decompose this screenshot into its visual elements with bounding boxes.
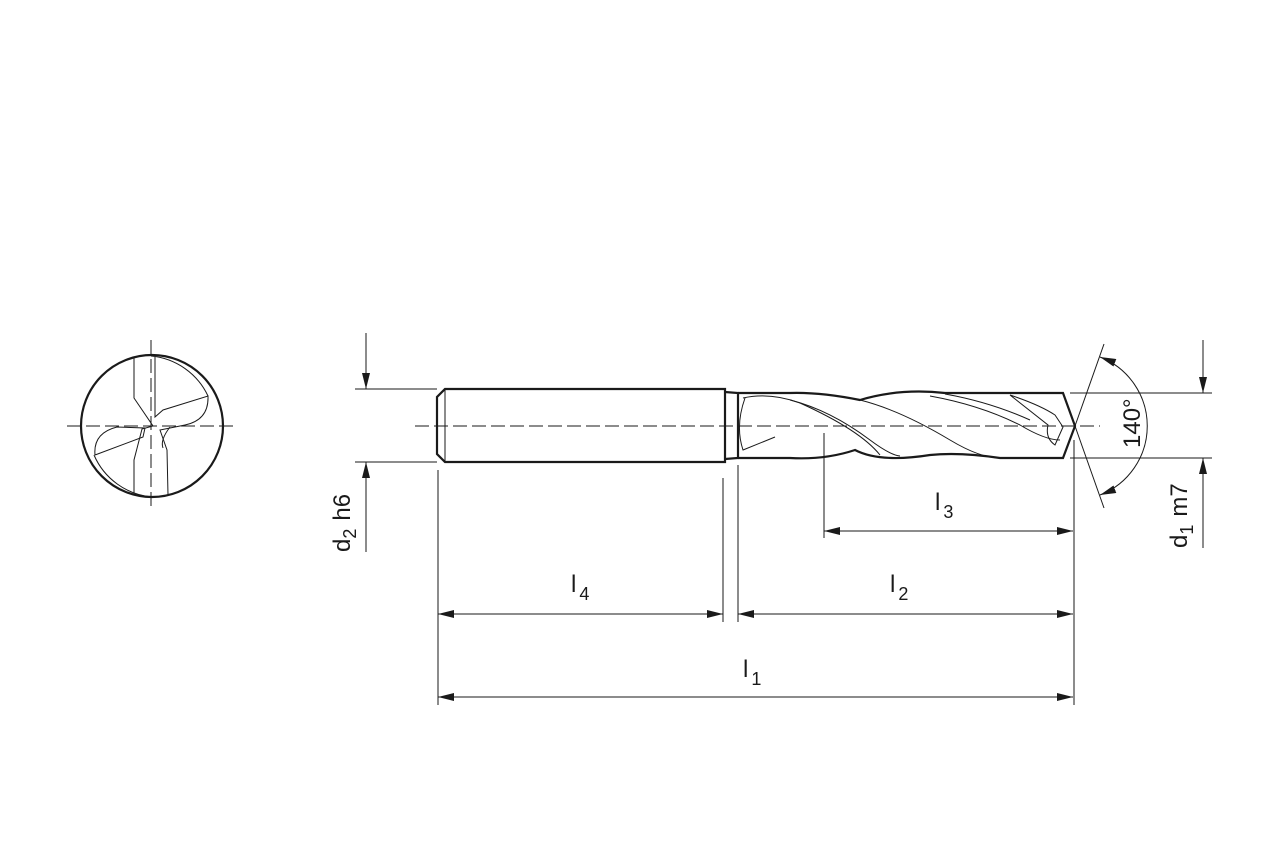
end-view (67, 340, 237, 510)
angle-label: 140° (1119, 398, 1146, 448)
d1-label: d1m7 (1166, 483, 1197, 548)
dimension-point-angle: 140° (1074, 343, 1148, 509)
dimension-d2: d2h6 (329, 333, 437, 552)
dimension-d1: d1m7 (1070, 340, 1212, 548)
d2-label: d2h6 (329, 494, 360, 552)
drill-body (415, 387, 1100, 464)
